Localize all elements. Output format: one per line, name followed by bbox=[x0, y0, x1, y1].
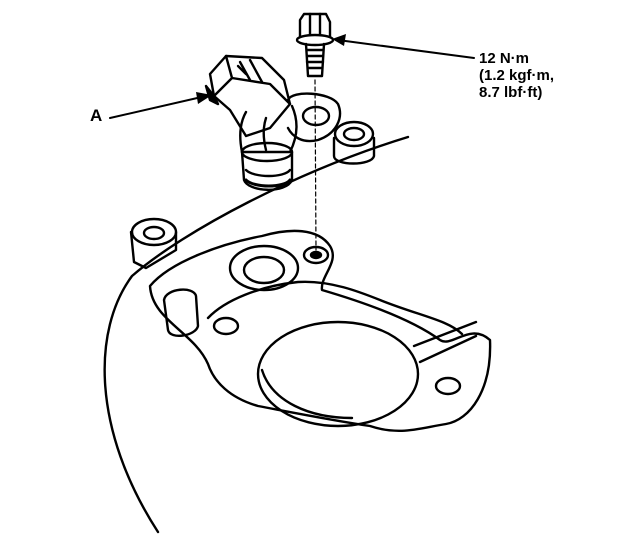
callout-label-a: A bbox=[90, 106, 103, 125]
mounting-bolt bbox=[295, 12, 335, 78]
torque-spec-line: (1.2 kgf·m, bbox=[479, 67, 555, 84]
threaded-bolt-hole bbox=[302, 245, 330, 265]
housing-outline bbox=[103, 135, 410, 534]
flange-inner-edge bbox=[206, 280, 464, 336]
leader-line-torque bbox=[337, 39, 475, 59]
arrowhead-torque bbox=[332, 34, 346, 46]
flange-bore bbox=[228, 244, 300, 292]
torque-spec-line: 8.7 lbf·ft) bbox=[479, 84, 543, 101]
housing-boss bbox=[332, 120, 376, 165]
flange-rib bbox=[418, 334, 478, 364]
alignment-line bbox=[314, 79, 317, 251]
flange-slot bbox=[162, 288, 200, 337]
leader-line-a bbox=[109, 95, 207, 119]
torque-spec-label: 12 N·m (1.2 kgf·m, 8.7 lbf·ft) bbox=[479, 50, 554, 101]
housing-boss-left bbox=[129, 217, 178, 270]
arrowhead-a bbox=[196, 92, 212, 104]
flange-rib bbox=[412, 320, 478, 348]
flange-hole-right bbox=[434, 376, 462, 396]
mounting-flange bbox=[148, 229, 492, 433]
central-opening bbox=[256, 320, 420, 428]
flange-small-hole bbox=[212, 316, 240, 336]
torque-spec-line: 12 N·m bbox=[479, 50, 530, 67]
